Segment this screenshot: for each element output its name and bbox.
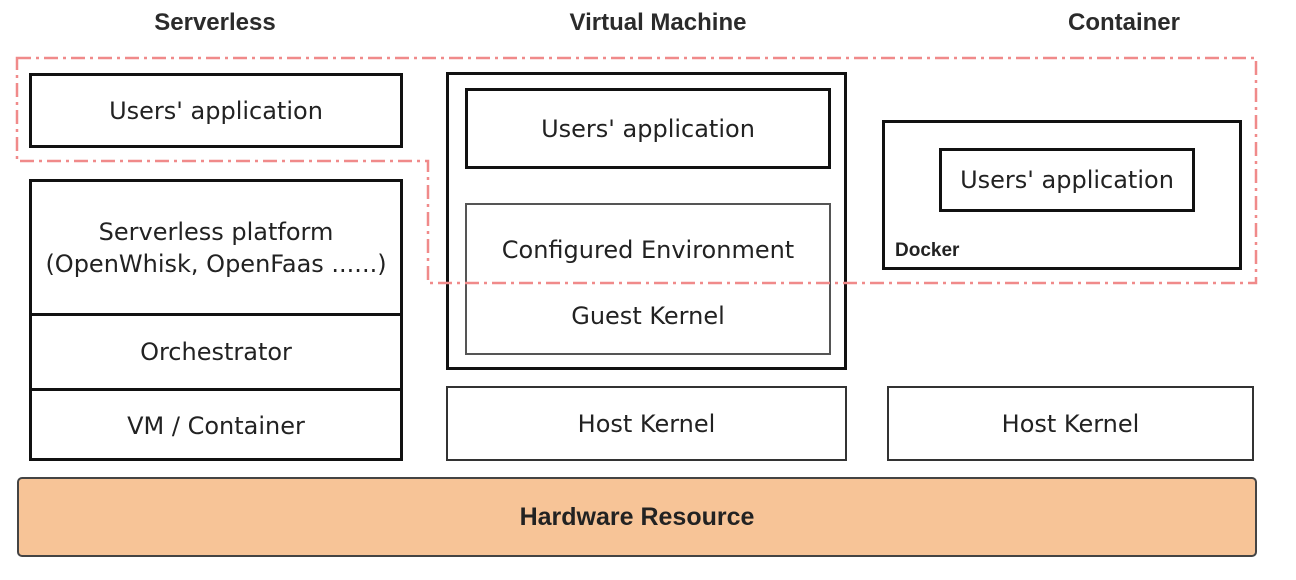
orchestrator-box: Orchestrator <box>32 316 400 391</box>
vm-container-label: VM / Container <box>127 412 305 440</box>
serverless-platform-label: Serverless platform <box>98 217 334 246</box>
vm-host-kernel-label: Host Kernel <box>577 409 716 438</box>
guest-kernel-box: Guest Kernel <box>467 297 829 335</box>
vm-users-application-label: Users' application <box>541 114 755 143</box>
serverless-column-title: Serverless <box>154 9 276 36</box>
container-column-title: Container <box>1067 9 1180 36</box>
serverless-platform-box: Serverless platform (OpenWhisk, OpenFaas… <box>32 182 400 316</box>
container-users-application-label: Users' application <box>960 166 1174 194</box>
container-host-kernel-box: Host Kernel <box>887 386 1254 461</box>
vm-container-box: VM / Container <box>32 391 400 461</box>
serverless-users-application-label: Users' application <box>109 96 323 125</box>
docker-label: Docker <box>895 240 960 261</box>
serverless-platform-stack: Serverless platform (OpenWhisk, OpenFaas… <box>29 179 403 461</box>
serverless-platform-examples-label: (OpenWhisk, OpenFaas ......) <box>45 249 387 278</box>
hardware-resource-label: Hardware Resource <box>519 502 755 531</box>
hardware-resource-bar: Hardware Resource <box>17 477 1257 557</box>
guest-os-box: Configured Environment Guest Kernel <box>465 203 831 355</box>
container-users-application-box: Users' application <box>939 148 1195 212</box>
container-host-kernel-label: Host Kernel <box>1001 409 1140 438</box>
vm-host-kernel-box: Host Kernel <box>446 386 847 461</box>
virtual-machine-column-title: Virtual Machine <box>569 9 747 36</box>
orchestrator-label: Orchestrator <box>140 338 292 366</box>
docker-box: Users' application Docker <box>882 120 1242 270</box>
vm-users-application-box: Users' application <box>465 88 831 169</box>
serverless-users-application-box: Users' application <box>29 73 403 148</box>
guest-kernel-label: Guest Kernel <box>571 302 725 330</box>
configured-environment-box: Configured Environment <box>467 215 829 285</box>
configured-environment-label: Configured Environment <box>501 236 795 264</box>
